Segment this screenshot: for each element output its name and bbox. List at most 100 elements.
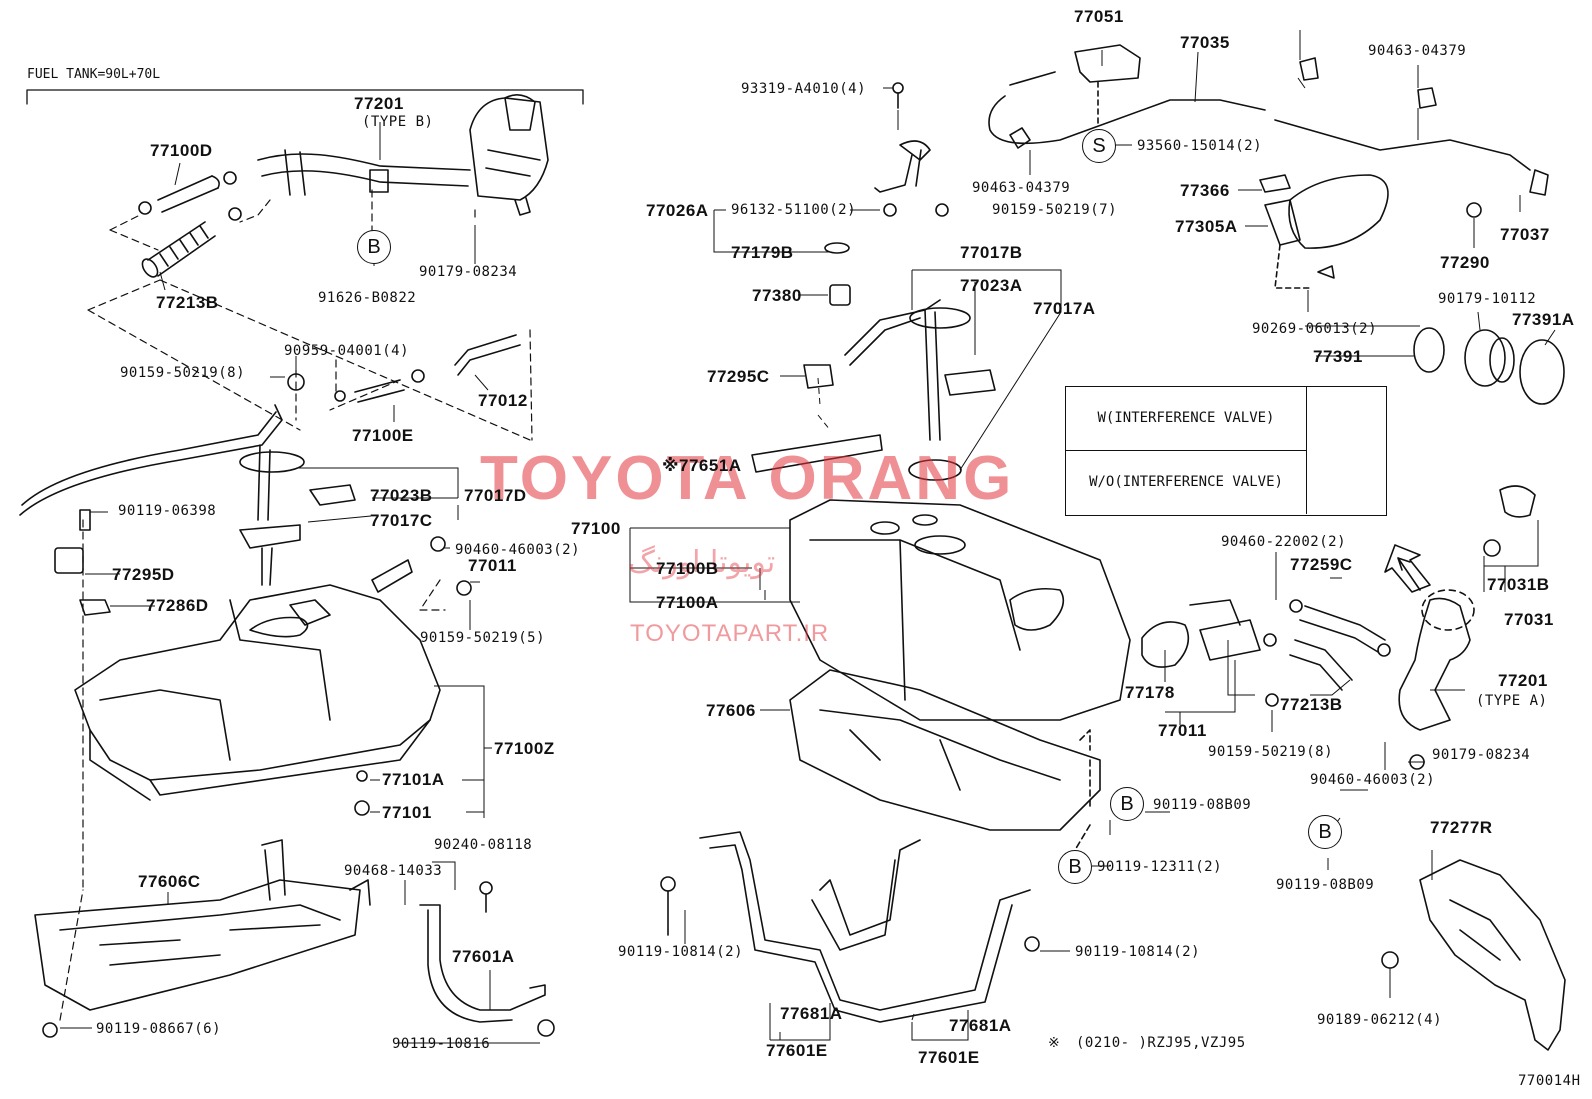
- part-label[interactable]: 90159-50219(8): [1208, 744, 1334, 760]
- part-label[interactable]: 90159-50219(5): [420, 630, 546, 646]
- part-label[interactable]: 90179-10112: [1438, 291, 1537, 307]
- fuel-pump-tubes: [844, 299, 996, 481]
- protector-77606: [789, 669, 1101, 831]
- part-label[interactable]: 90240-08118: [434, 837, 533, 853]
- part-label[interactable]: 90460-46003(2): [455, 542, 581, 558]
- part-label[interactable]: 77601E: [766, 1041, 828, 1060]
- part-label[interactable]: 77606C: [138, 872, 201, 891]
- part-label[interactable]: 77026A: [646, 201, 709, 220]
- part-label[interactable]: 77681A: [949, 1016, 1012, 1035]
- part-label[interactable]: 90179-08234: [1432, 747, 1531, 763]
- part-label[interactable]: 77290: [1440, 253, 1490, 272]
- part-label[interactable]: 77017B: [960, 243, 1023, 262]
- part-label[interactable]: 90119-12311(2): [1097, 859, 1223, 875]
- part-label[interactable]: 77051: [1074, 7, 1124, 26]
- part-label[interactable]: 77201: [1498, 671, 1548, 690]
- part-label[interactable]: 77295C: [707, 367, 770, 386]
- part-label[interactable]: 90119-08B09: [1153, 797, 1252, 813]
- fuel-line-set-left: [19, 404, 305, 586]
- diagram-title: FUEL TANK=90L+70L: [27, 67, 161, 82]
- part-label[interactable]: 77100D: [150, 141, 213, 160]
- part-label[interactable]: 77366: [1180, 181, 1230, 200]
- filler-pipe-type-b: [257, 94, 549, 216]
- part-label[interactable]: 77031: [1504, 610, 1554, 629]
- part-label[interactable]: 96132-51100(2): [731, 202, 857, 218]
- part-label[interactable]: 77011: [468, 556, 517, 575]
- part-label[interactable]: (TYPE B): [362, 114, 434, 130]
- part-label[interactable]: 77295D: [112, 565, 175, 584]
- part-label[interactable]: 77101A: [382, 770, 445, 789]
- part-label[interactable]: 77606: [706, 701, 756, 720]
- part-label[interactable]: 77023B: [370, 486, 433, 505]
- protector-77606c: [34, 839, 371, 1011]
- part-label[interactable]: 90119-06398: [118, 503, 217, 519]
- part-label[interactable]: 77017D: [464, 486, 527, 505]
- watermark-farsi: تویوتا اورنگ: [628, 545, 776, 580]
- part-label[interactable]: 77017C: [370, 511, 433, 530]
- part-label[interactable]: 77213B: [1280, 695, 1343, 714]
- part-label[interactable]: 77012: [478, 391, 528, 410]
- part-label[interactable]: 77277R: [1430, 818, 1493, 837]
- marker-b: B: [357, 230, 391, 264]
- part-label[interactable]: 90463-04379: [972, 180, 1071, 196]
- part-label[interactable]: 90119-08667(6): [96, 1021, 222, 1037]
- part-label[interactable]: 90463-04379: [1368, 43, 1467, 59]
- part-label[interactable]: 77259C: [1290, 555, 1353, 574]
- part-label[interactable]: (TYPE A): [1476, 693, 1548, 709]
- part-label[interactable]: 77100A: [656, 593, 719, 612]
- part-label[interactable]: 77035: [1180, 33, 1230, 52]
- tube-77012: [454, 334, 521, 376]
- part-label[interactable]: 90119-08B09: [1276, 877, 1375, 893]
- part-label[interactable]: 77100B: [656, 559, 719, 578]
- marker-b: B: [1058, 850, 1092, 884]
- hose-77213b: [141, 207, 242, 278]
- marker-b: B: [1110, 787, 1144, 821]
- part-label[interactable]: 77100E: [352, 426, 414, 445]
- watermark-url: TOYOTAPART.IR: [630, 620, 830, 647]
- part-label[interactable]: 90179-08234: [419, 264, 518, 280]
- part-label[interactable]: ※77651A: [662, 456, 742, 475]
- part-label[interactable]: 77213B: [156, 293, 219, 312]
- part-label[interactable]: 77681A: [780, 1004, 843, 1023]
- part-label[interactable]: 90119-10814(2): [618, 944, 744, 960]
- part-label[interactable]: 77305A: [1175, 217, 1238, 236]
- part-label[interactable]: 90159-50219(8): [120, 365, 246, 381]
- part-label[interactable]: 77017A: [1033, 299, 1096, 318]
- part-label[interactable]: 90460-46003(2): [1310, 772, 1436, 788]
- part-label[interactable]: 77100Z: [494, 739, 555, 758]
- part-label[interactable]: 93560-15014(2): [1137, 138, 1263, 154]
- footnote-symbol: ※: [1048, 1035, 1061, 1051]
- hose-77100d: [138, 171, 237, 215]
- part-label[interactable]: 91626-B0822: [318, 290, 417, 306]
- part-label[interactable]: 77201: [354, 94, 404, 113]
- part-label[interactable]: 77391: [1313, 347, 1363, 366]
- part-label[interactable]: 90119-10816: [392, 1036, 491, 1052]
- part-label[interactable]: 77391A: [1512, 310, 1575, 329]
- part-label[interactable]: 77179B: [731, 243, 794, 262]
- valve-row-with: W(INTERFERENCE VALVE): [1066, 387, 1307, 451]
- diagram-code: 770014H: [1518, 1073, 1581, 1089]
- part-label[interactable]: 77037: [1500, 225, 1550, 244]
- shroud-77277r: [1419, 859, 1566, 1051]
- part-label[interactable]: 90159-50219(7): [992, 202, 1118, 218]
- part-label[interactable]: 77601E: [918, 1048, 980, 1067]
- part-label[interactable]: 77380: [752, 286, 802, 305]
- straps-77601e: [699, 831, 1031, 1023]
- part-label[interactable]: 90119-10814(2): [1075, 944, 1201, 960]
- part-label[interactable]: 77023A: [960, 276, 1023, 295]
- part-label[interactable]: 77011: [1158, 721, 1207, 740]
- part-label[interactable]: 77601A: [452, 947, 515, 966]
- part-label[interactable]: 90468-14033: [344, 863, 443, 879]
- part-label[interactable]: 93319-A4010(4): [741, 81, 867, 97]
- part-label[interactable]: 77031B: [1487, 575, 1550, 594]
- part-label[interactable]: 90269-06013(2): [1252, 321, 1378, 337]
- part-label[interactable]: 77286D: [146, 596, 209, 615]
- part-label[interactable]: 90460-22002(2): [1221, 534, 1347, 550]
- part-label[interactable]: 77178: [1125, 683, 1175, 702]
- part-label[interactable]: 90189-06212(4): [1317, 1012, 1443, 1028]
- part-label[interactable]: 90959-04001(4): [284, 343, 410, 359]
- part-label[interactable]: 77100: [571, 519, 621, 538]
- part-label[interactable]: 77101: [382, 803, 432, 822]
